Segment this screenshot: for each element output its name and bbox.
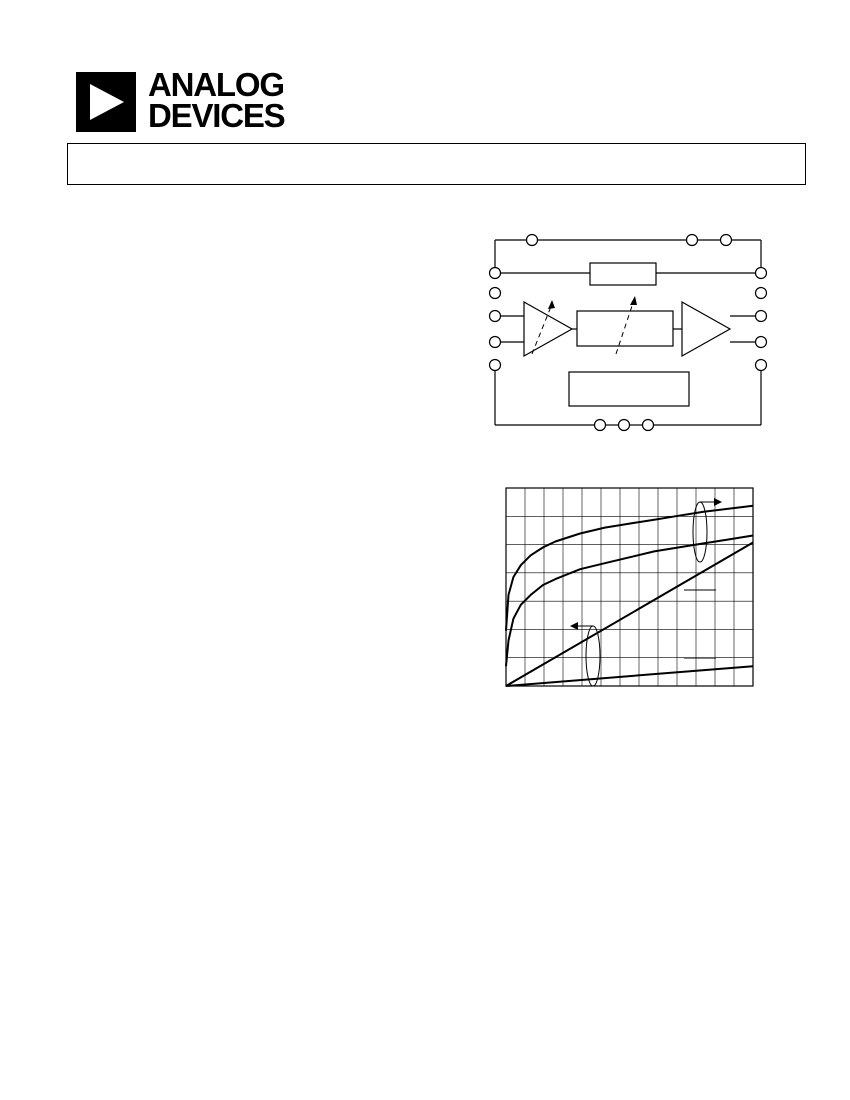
input-amplifier-triangle (523, 300, 574, 358)
arrowhead-center-icon (630, 296, 637, 305)
output-amplifier-triangle (681, 300, 732, 358)
variable-gain-arrow-center (615, 299, 635, 355)
series-line-3 (505, 541, 754, 687)
chart-grid (506, 488, 753, 686)
chart-plot-frame (505, 487, 754, 687)
logo-triangle-icon (76, 72, 136, 132)
top-block (589, 262, 657, 286)
bottom-block (568, 371, 690, 407)
series-line-1 (505, 504, 754, 631)
chart-series-group (505, 504, 754, 687)
arrowhead-left-icon (548, 300, 555, 309)
logo-wordmark: ANALOG DEVICES (148, 66, 286, 134)
pointer-arrowhead-right-icon (714, 498, 722, 506)
series-line-4 (505, 665, 754, 687)
logo-line-2: DEVICES (148, 97, 286, 134)
functional-block-diagram (488, 233, 768, 432)
series-line-2 (505, 534, 754, 667)
performance-chart (505, 487, 754, 687)
analog-devices-logo: ANALOG DEVICES (76, 66, 298, 134)
series-group-ellipse-right (692, 501, 708, 563)
pointer-arrowhead-left-icon (570, 622, 578, 630)
logo-line-1: ANALOG (148, 66, 285, 103)
title-box (67, 143, 806, 185)
